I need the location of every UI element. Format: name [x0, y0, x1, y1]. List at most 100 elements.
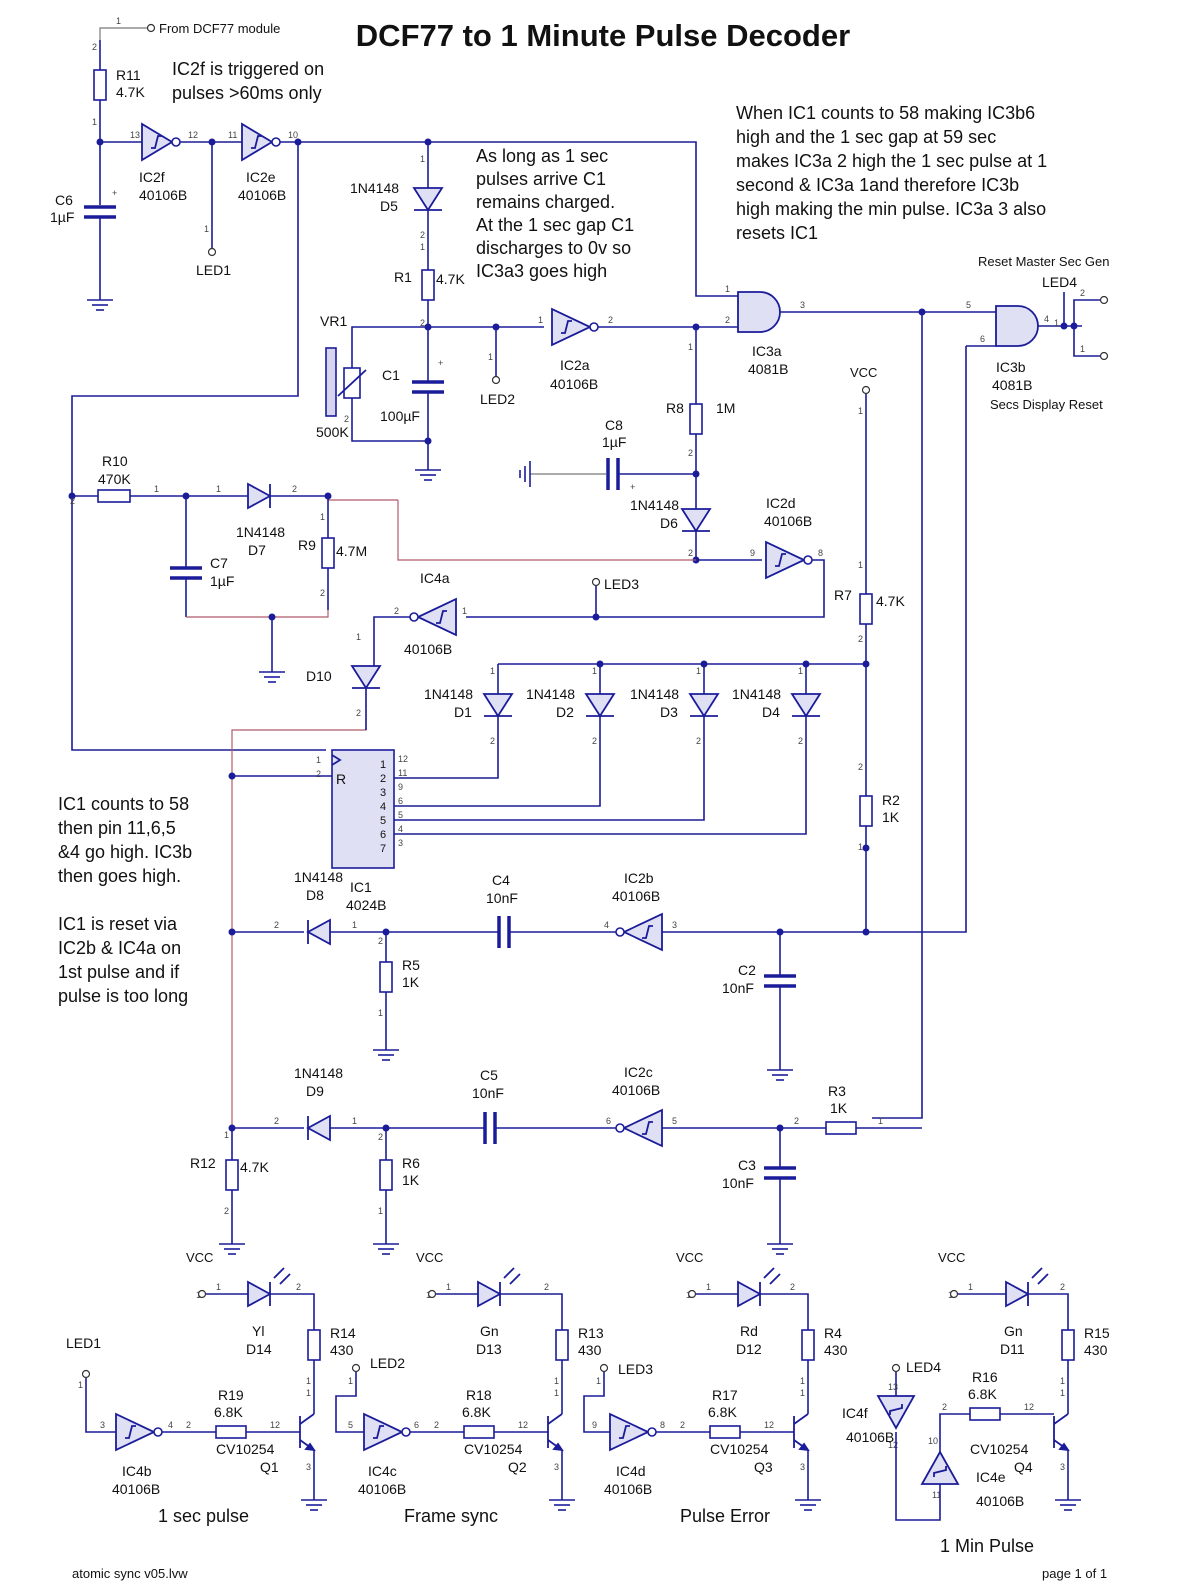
svg-text:1M: 1M	[716, 400, 735, 416]
svg-text:10: 10	[288, 130, 298, 140]
svg-text:6.8K: 6.8K	[968, 1386, 997, 1402]
svg-text:2: 2	[380, 773, 386, 785]
svg-text:40106B: 40106B	[238, 187, 286, 203]
diode-D8: 1N4148 D8	[294, 869, 343, 946]
svg-text:1N4148: 1N4148	[732, 686, 781, 702]
svg-text:12: 12	[398, 754, 408, 764]
diode-D6: 1N4148 D6	[630, 497, 712, 533]
svg-text:3: 3	[380, 787, 386, 799]
svg-text:13: 13	[888, 1382, 898, 1392]
svg-text:11: 11	[398, 768, 407, 778]
svg-text:1: 1	[858, 560, 863, 570]
svg-text:8: 8	[818, 548, 823, 558]
svg-text:3: 3	[800, 1462, 805, 1472]
resistor-R7-icon	[859, 593, 873, 625]
svg-text:2: 2	[434, 1420, 439, 1430]
svg-text:R9: R9	[298, 537, 316, 553]
gate-IC2d: 9 IC2d 40106B 8	[750, 495, 823, 580]
svg-text:1: 1	[380, 759, 386, 771]
svg-text:7: 7	[380, 843, 386, 855]
svg-text:40106B: 40106B	[112, 1481, 160, 1497]
svg-text:1: 1	[800, 1376, 805, 1386]
svg-text:6.8K: 6.8K	[708, 1404, 737, 1420]
svg-text:2: 2	[70, 496, 75, 506]
svg-text:4.7M: 4.7M	[336, 543, 367, 559]
svg-text:5: 5	[672, 1116, 677, 1126]
svg-text:When IC1 counts to 58 making I: When IC1 counts to 58 making IC3b6	[736, 103, 1035, 123]
svg-text:4081B: 4081B	[992, 377, 1032, 393]
svg-text:4.7K: 4.7K	[240, 1159, 269, 1175]
svg-text:R17: R17	[712, 1387, 738, 1403]
ground-icon	[300, 1499, 328, 1511]
svg-text:1: 1	[948, 1290, 953, 1300]
svg-text:2: 2	[688, 448, 693, 458]
svg-text:C3: C3	[738, 1157, 756, 1173]
svg-text:1: 1	[420, 242, 425, 252]
svg-text:D14: D14	[246, 1341, 272, 1357]
svg-text:430: 430	[330, 1342, 354, 1358]
svg-text:IC4f: IC4f	[842, 1405, 868, 1421]
svg-text:4.7K: 4.7K	[436, 271, 465, 287]
gate-IC2f: IC2f 40106B 12	[139, 122, 198, 203]
svg-text:CV10254: CV10254	[216, 1441, 275, 1457]
svg-text:C7: C7	[210, 555, 228, 571]
capacitor-C5: C5 10nF	[472, 1067, 504, 1144]
svg-text:2: 2	[790, 1282, 795, 1292]
svg-text:1: 1	[216, 484, 221, 494]
led2-label: LED2	[480, 391, 515, 407]
svg-text:D4: D4	[762, 704, 780, 720]
svg-text:40106B: 40106B	[139, 187, 187, 203]
svg-text:5: 5	[398, 810, 403, 820]
output-stage-4: VCC 1 1 Gn D11 2 R15 430 1 1 LED4 13 IC4…	[842, 1250, 1110, 1556]
input-section: From DCF77 module 1 2 R11 4.7K 1 13 + C6…	[50, 16, 280, 311]
svg-text:1: 1	[592, 666, 597, 676]
note-ic1-reset: IC1 is reset via IC2b & IC4a on 1st puls…	[58, 914, 188, 1006]
diode-D4: 1 1N4148 D4 2	[394, 664, 822, 835]
svg-text:6: 6	[606, 1116, 611, 1126]
resistor-R12-icon	[225, 1159, 239, 1191]
svg-text:4081B: 4081B	[748, 361, 788, 377]
svg-text:1: 1	[596, 1376, 601, 1386]
resistor-R3-icon	[825, 1121, 857, 1135]
svg-text:pulse is too long: pulse is too long	[58, 986, 188, 1006]
svg-text:2: 2	[378, 936, 383, 946]
output-stage-1: VCC 1 1 Yl D14 2 R14 430 1 1 LED1 1 3 4 …	[66, 1250, 356, 1526]
svg-text:40106B: 40106B	[604, 1481, 652, 1497]
svg-text:1K: 1K	[402, 974, 420, 990]
svg-text:4: 4	[168, 1420, 173, 1430]
capacitor-C8: C8 1µF +	[519, 417, 696, 492]
svg-text:1: 1	[706, 1282, 711, 1292]
svg-text:1: 1	[306, 1376, 311, 1386]
svg-text:R12: R12	[190, 1155, 216, 1171]
diode-D7: 1N4148 D7	[236, 482, 285, 558]
svg-text:1: 1	[224, 1130, 229, 1140]
capacitor-C4: C4 10nF	[486, 872, 518, 948]
svg-text:2: 2	[394, 606, 399, 616]
footer-filename: atomic sync v05.lvw	[72, 1566, 188, 1581]
svg-text:R6: R6	[402, 1155, 420, 1171]
output-label-2: Frame sync	[404, 1506, 498, 1526]
svg-text:3: 3	[672, 920, 677, 930]
svg-text:R10: R10	[102, 453, 128, 469]
svg-text:4: 4	[380, 801, 386, 813]
svg-text:D2: D2	[556, 704, 574, 720]
svg-text:6.8K: 6.8K	[462, 1404, 491, 1420]
svg-text:100µF: 100µF	[380, 408, 420, 424]
svg-text:10nF: 10nF	[722, 1175, 754, 1191]
svg-text:1: 1	[686, 1290, 691, 1300]
svg-text:IC2b: IC2b	[624, 870, 654, 886]
svg-text:Q4: Q4	[1014, 1459, 1033, 1475]
svg-text:IC2e: IC2e	[246, 169, 276, 185]
svg-text:2: 2	[544, 1282, 549, 1292]
svg-text:430: 430	[824, 1342, 848, 1358]
svg-text:5: 5	[966, 300, 971, 310]
svg-text:40106B: 40106B	[764, 513, 812, 529]
svg-text:40106B: 40106B	[846, 1429, 894, 1445]
svg-text:2: 2	[296, 1282, 301, 1292]
output-label-3: Pulse Error	[680, 1506, 770, 1526]
ground-icon	[218, 1243, 246, 1255]
svg-text:C2: C2	[738, 962, 756, 978]
svg-text:D8: D8	[306, 887, 324, 903]
diode-D1: 1 1N4148 D1 2	[394, 664, 514, 779]
